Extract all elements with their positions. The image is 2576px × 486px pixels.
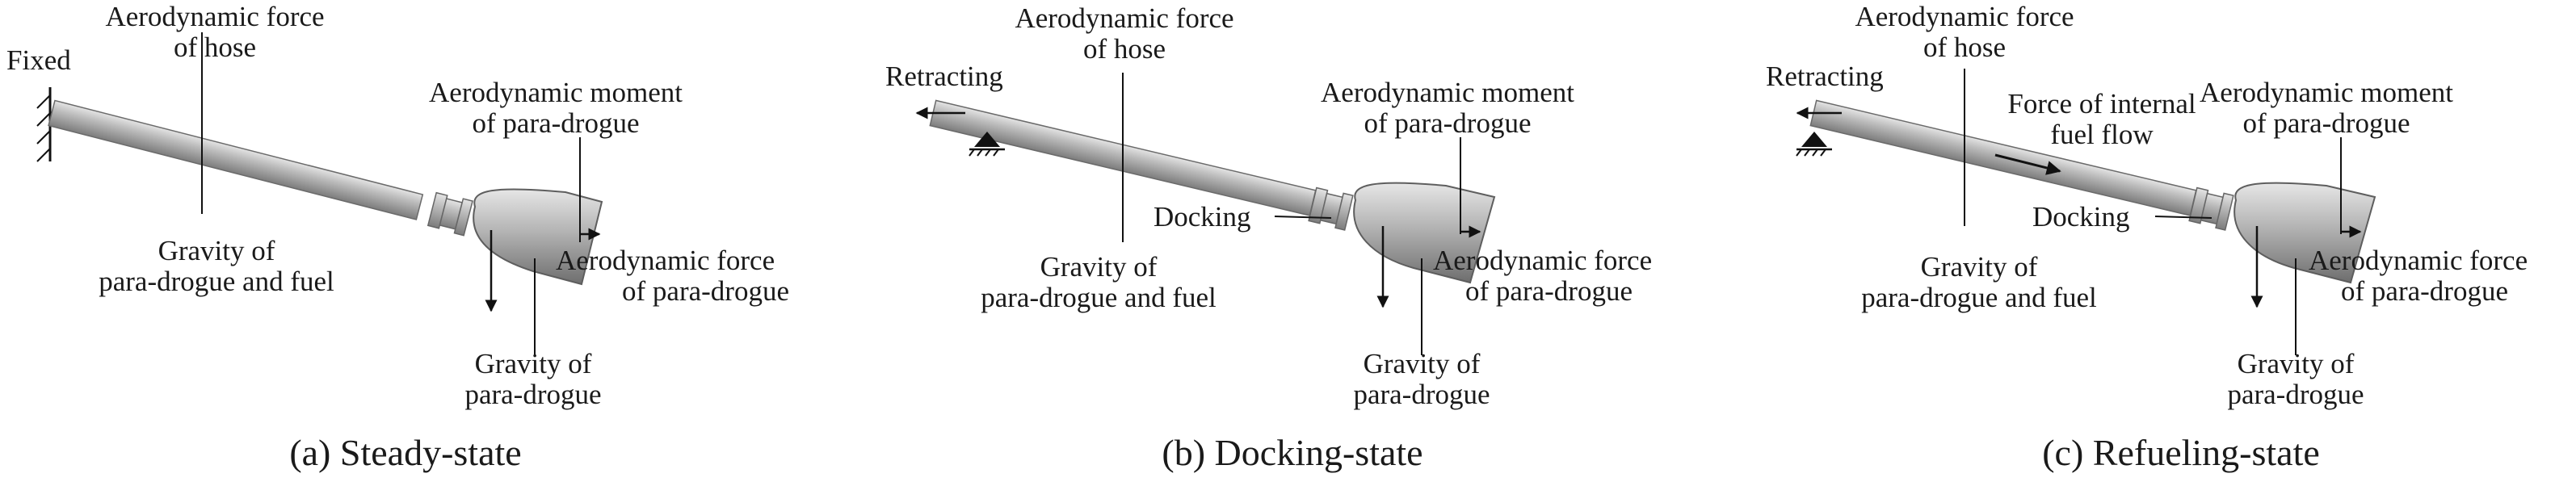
pin-support <box>1796 132 1832 157</box>
hose-force-label: Aerodynamic force of hose <box>105 1 325 63</box>
gravity-label: Gravity of para-drogue <box>2227 348 2364 410</box>
pin-support <box>969 132 1005 157</box>
moment-label: Aerodynamic moment of para-drogue <box>429 77 683 139</box>
coupling <box>2188 186 2234 231</box>
drogue-force-label: Aerodynamic force of para-drogue <box>556 245 789 307</box>
coupling <box>427 191 473 237</box>
drogue-force-label: Aerodynamic force of para-drogue <box>2309 245 2528 307</box>
panel-a-drawing <box>36 32 603 355</box>
internal-flow-label: Force of internal fuel flow <box>2007 88 2196 150</box>
panel-c-drawing <box>1796 69 2376 355</box>
internal-flow-arrow <box>1994 153 2061 175</box>
hose <box>48 99 424 220</box>
gravity-fuel-label: Gravity of para-drogue and fuel <box>99 235 334 297</box>
para-drogue <box>1353 182 1496 284</box>
retracting-label: Retracting <box>1766 61 1884 92</box>
docking-pointer <box>2154 216 2213 219</box>
drogue-force-label: Aerodynamic force of para-drogue <box>1433 245 1653 307</box>
panel-b-drawing <box>915 73 1496 355</box>
caption-a: (a) Steady-state <box>289 432 522 473</box>
para-drogue <box>2234 182 2376 284</box>
moment-label: Aerodynamic moment of para-drogue <box>2200 77 2453 139</box>
docking-pointer <box>1274 216 1332 219</box>
gravity-label: Gravity of para-drogue <box>464 348 602 410</box>
moment-label: Aerodynamic moment of para-drogue <box>1321 77 1574 139</box>
caption-c: (c) Refueling-state <box>2042 432 2320 473</box>
para-drogue <box>473 188 603 286</box>
gravity-fuel-label: Gravity of para-drogue and fuel <box>1861 251 2097 313</box>
docking-label: Docking <box>1154 201 1251 233</box>
caption-b: (b) Docking-state <box>1162 432 1423 473</box>
retracting-label: Retracting <box>885 61 1003 92</box>
gravity-fuel-label: Gravity of para-drogue and fuel <box>981 251 1217 313</box>
gravity-label: Gravity of para-drogue <box>1353 348 1490 410</box>
hose-force-label: Aerodynamic force of hose <box>1855 1 2074 63</box>
fixed-label: Fixed <box>6 44 71 76</box>
coupling <box>1308 186 1354 231</box>
docking-label: Docking <box>2032 201 2130 233</box>
hose-force-label: Aerodynamic force of hose <box>1015 2 1234 65</box>
wall-hatch <box>36 94 51 162</box>
